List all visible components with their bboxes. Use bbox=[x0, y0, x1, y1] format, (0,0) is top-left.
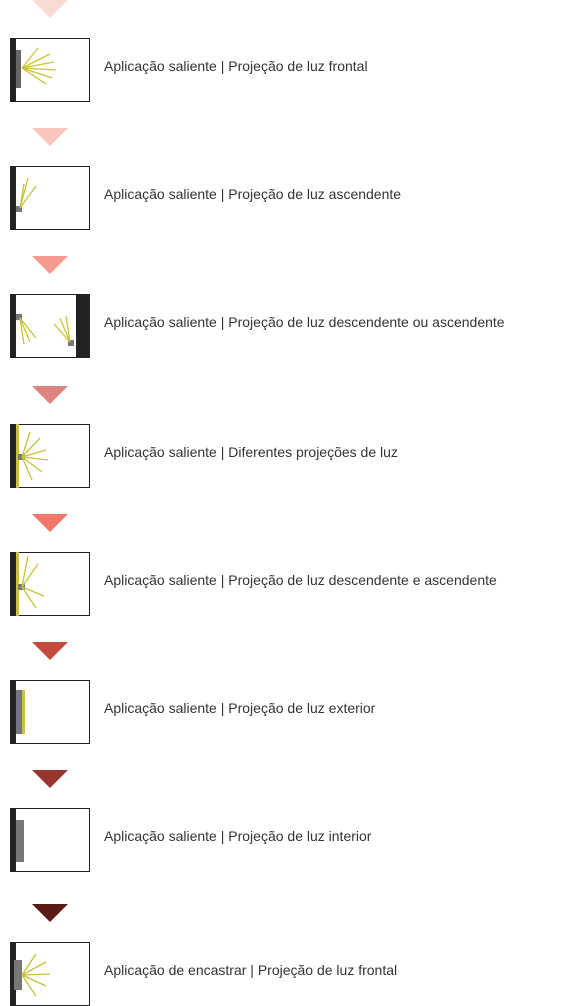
triangle-marker-icon bbox=[32, 770, 68, 788]
triangle-marker-icon bbox=[32, 386, 68, 404]
wall-surface-down-or-up-light-icon bbox=[10, 294, 90, 358]
item-label: Aplicação saliente | Projeção de luz des… bbox=[104, 572, 497, 588]
triangle-marker-icon bbox=[32, 904, 68, 922]
triangle-marker-icon bbox=[32, 0, 68, 18]
list-item: Aplicação saliente | Projeção de luz ext… bbox=[0, 642, 575, 744]
item-label: Aplicação de encastrar | Projeção de luz… bbox=[104, 962, 398, 978]
wall-surface-indoor-light-icon bbox=[10, 808, 90, 872]
item-label: Aplicação saliente | Projeção de luz asc… bbox=[104, 186, 402, 202]
wall-surface-down-and-up-light-icon bbox=[10, 552, 90, 616]
item-label: Aplicação saliente | Projeção de luz int… bbox=[104, 828, 372, 844]
list-item: Aplicação saliente | Projeção de luz des… bbox=[0, 514, 575, 616]
list-item: Aplicação saliente | Projeção de luz fro… bbox=[0, 0, 575, 102]
item-label: Aplicação saliente | Projeção de luz ext… bbox=[104, 700, 376, 716]
wall-surface-front-light-icon bbox=[10, 38, 90, 102]
wall-surface-outdoor-light-icon bbox=[10, 680, 90, 744]
item-label: Aplicação saliente | Diferentes projeçõe… bbox=[104, 444, 398, 460]
wall-surface-up-light-icon bbox=[10, 166, 90, 230]
list-item: Aplicação saliente | Projeção de luz int… bbox=[0, 770, 575, 872]
list-item: Aplicação saliente | Projeção de luz asc… bbox=[0, 128, 575, 230]
list-item: Aplicação de encastrar | Projeção de luz… bbox=[0, 904, 575, 1006]
list-item: Aplicação saliente | Projeção de luz des… bbox=[0, 256, 575, 358]
wall-recessed-front-light-icon bbox=[10, 942, 90, 1006]
triangle-marker-icon bbox=[32, 642, 68, 660]
triangle-marker-icon bbox=[32, 128, 68, 146]
triangle-marker-icon bbox=[32, 514, 68, 532]
triangle-marker-icon bbox=[32, 256, 68, 274]
item-label: Aplicação saliente | Projeção de luz des… bbox=[104, 314, 505, 330]
list-item: Aplicação saliente | Diferentes projeçõe… bbox=[0, 386, 575, 488]
item-label: Aplicação saliente | Projeção de luz fro… bbox=[104, 58, 368, 74]
wall-surface-multi-light-icon bbox=[10, 424, 90, 488]
